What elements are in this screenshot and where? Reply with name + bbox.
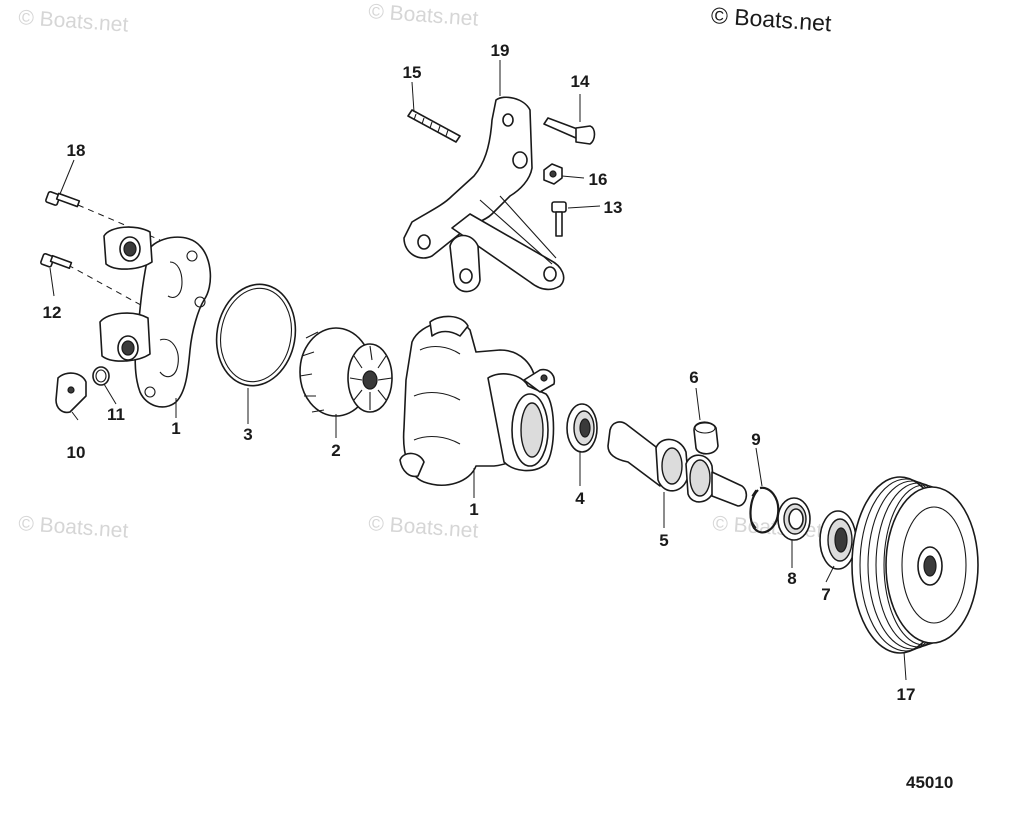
alignment-lines <box>67 204 161 311</box>
sleeve-part-6 <box>693 421 719 455</box>
seal-part-8 <box>777 497 811 541</box>
seal-part-7 <box>819 510 857 570</box>
callout-14: 14 <box>571 72 590 91</box>
bolt-part-18 <box>45 191 81 208</box>
leader-lines <box>49 60 907 681</box>
bracket-part-19 <box>403 96 565 293</box>
stud-part-15 <box>407 109 461 143</box>
callout-1: 1 <box>171 419 180 438</box>
bolt-part-12 <box>40 253 73 270</box>
gasket-part-3 <box>215 283 297 387</box>
pump-body-part-1 <box>399 315 556 486</box>
callout-2: 2 <box>331 441 340 460</box>
callout-10: 10 <box>67 443 86 462</box>
watermark-faint: © Boats.net <box>368 512 480 543</box>
pulley-part-17 <box>851 476 979 654</box>
callout-18: 18 <box>67 141 86 160</box>
callout-16: 16 <box>589 170 608 189</box>
snap-ring-part-9 <box>749 486 780 534</box>
callout-9: 9 <box>751 430 760 449</box>
callout-4: 4 <box>575 489 585 508</box>
callout-11: 11 <box>107 405 125 424</box>
callout-13: 13 <box>604 198 623 217</box>
callout-17: 17 <box>897 685 916 704</box>
pump-cover-part-1 <box>99 226 212 408</box>
bolt-part-14 <box>543 117 596 145</box>
callout-8: 8 <box>787 569 796 588</box>
watermark-faint: © Boats.net <box>18 6 130 37</box>
o-ring-part-11 <box>92 366 110 386</box>
callout-6: 6 <box>689 368 698 387</box>
watermark-faint: © Boats.net <box>368 0 480 31</box>
callouts: 1 1 2 3 4 5 6 7 8 9 10 11 12 13 14 15 16… <box>43 41 916 704</box>
watermark-faint: © Boats.net <box>18 512 130 543</box>
bolt-part-13 <box>551 201 567 237</box>
callout-5: 5 <box>659 531 668 550</box>
callout-7: 7 <box>821 585 830 604</box>
callout-19: 19 <box>491 41 510 60</box>
callout-15: 15 <box>403 63 422 82</box>
callout-1: 1 <box>469 500 478 519</box>
shaft-part-5 <box>607 421 748 507</box>
callout-3: 3 <box>243 425 252 444</box>
nut-part-16 <box>543 163 563 185</box>
impeller-part-2 <box>299 327 393 417</box>
bearing-part-4 <box>566 403 598 453</box>
callout-12: 12 <box>43 303 62 322</box>
drain-plug-part-10 <box>55 372 87 414</box>
diagram-number: 45010 <box>906 773 954 792</box>
